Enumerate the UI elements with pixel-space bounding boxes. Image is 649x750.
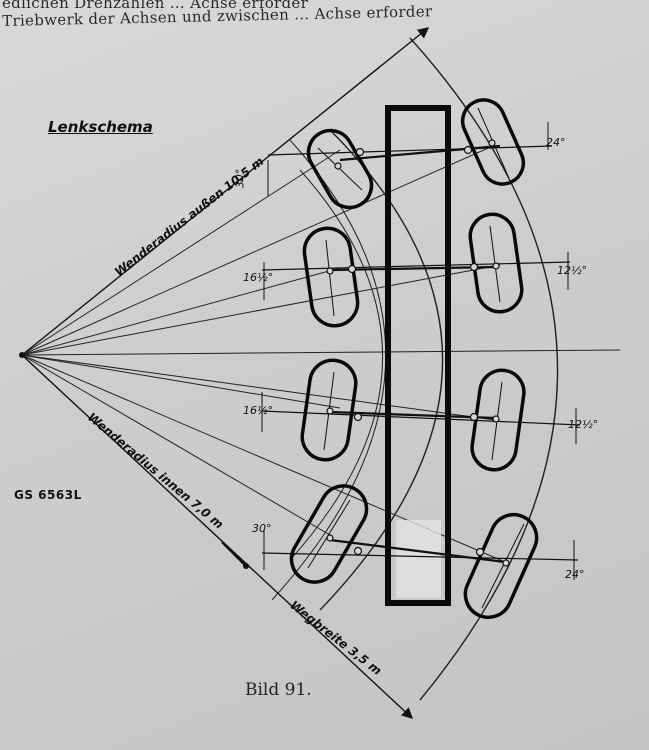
axle-1 xyxy=(267,98,553,210)
inner-radius-arrow xyxy=(21,354,414,719)
wheel-right-4 xyxy=(463,512,539,620)
angle-left-axle-2: 16½° xyxy=(243,271,274,284)
outer-radius-arrow xyxy=(21,27,430,356)
angle-right-axle-2: 12½° xyxy=(557,264,588,277)
figure-caption: Bild 91. xyxy=(245,680,312,700)
angle-left-axle-3: 16½° xyxy=(243,404,274,417)
wheel-left-3 xyxy=(300,358,358,462)
turning-center-point xyxy=(19,352,25,358)
angle-right-axle-3: 12½° xyxy=(568,418,599,431)
wheel-right-1 xyxy=(460,98,526,186)
axle-2 xyxy=(261,212,571,328)
angle-right-axle-1: 24° xyxy=(546,136,566,149)
diagram-title: Lenkschema xyxy=(48,118,153,136)
wheel-left-1 xyxy=(306,128,374,210)
road-limit-marker xyxy=(221,541,249,569)
vehicle-body xyxy=(385,105,451,606)
axle-3 xyxy=(261,358,581,472)
wheel-left-4 xyxy=(289,484,369,584)
wheel-left-2 xyxy=(302,226,360,328)
angle-left-axle-1: 30° xyxy=(233,168,247,189)
model-code: GS 6563L xyxy=(14,488,82,502)
angle-left-axle-4: 30° xyxy=(252,522,272,535)
angle-right-axle-4: 24° xyxy=(565,568,585,581)
axle-4 xyxy=(261,484,579,620)
header-text-line-1: edlichen Drehzahlen … Achse erforder xyxy=(2,0,309,12)
